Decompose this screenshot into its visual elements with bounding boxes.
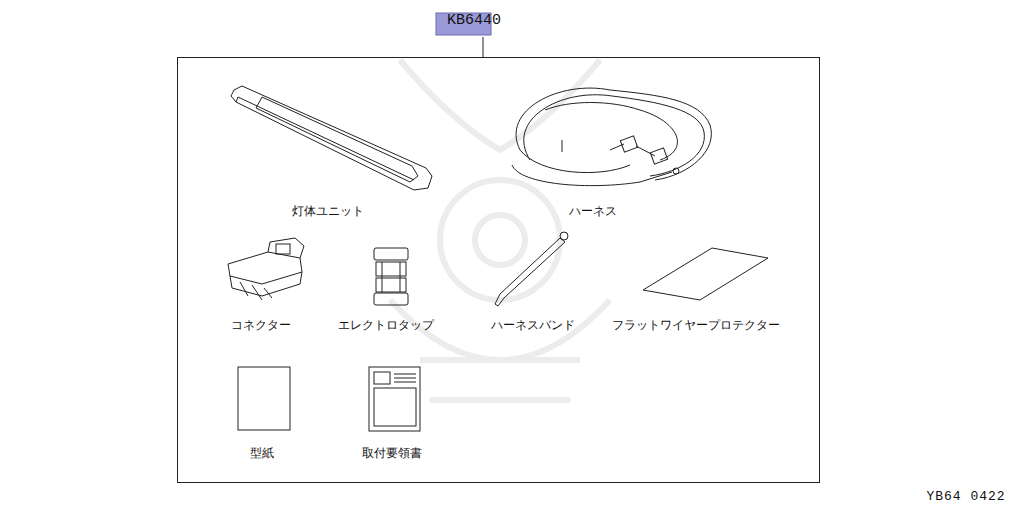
part-name: ハーネス bbox=[569, 204, 617, 218]
install-manual bbox=[369, 367, 420, 431]
part-name: 灯体ユニット bbox=[292, 204, 364, 218]
part-name: フラットワイヤープロテクター bbox=[612, 318, 780, 332]
leader-line bbox=[483, 37, 484, 57]
template-sheet bbox=[238, 367, 290, 430]
part-number: KB6440 bbox=[447, 12, 501, 30]
kit-frame: KB6440 bbox=[177, 57, 820, 483]
flat-wire-protector bbox=[643, 248, 768, 300]
watermark bbox=[390, 60, 610, 400]
connector bbox=[228, 238, 304, 300]
electro-tap bbox=[374, 248, 408, 305]
harness bbox=[512, 88, 711, 186]
harness-band bbox=[495, 232, 568, 306]
part-name: ハーネスバンド bbox=[491, 318, 575, 332]
lamp-unit bbox=[231, 86, 432, 190]
part-name: 取付要領書 bbox=[362, 446, 422, 460]
part-name: コネクター bbox=[231, 318, 291, 332]
drawing-code: YB64 0422 bbox=[926, 490, 1005, 504]
part-name: 型紙 bbox=[250, 446, 274, 460]
part-name: エレクトロタップ bbox=[338, 318, 434, 332]
